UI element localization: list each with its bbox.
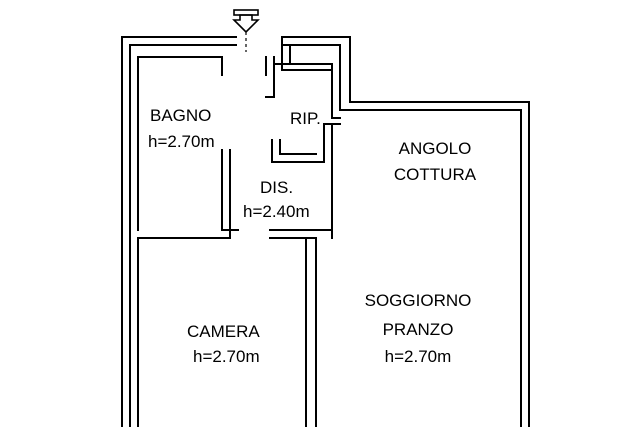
bagno-walls (137, 56, 239, 427)
soggiorno-label-line1: SOGGIORNO (364, 291, 472, 310)
bagno-name: BAGNO (150, 106, 212, 125)
soggiorno-height: h=2.70m (384, 347, 452, 366)
cucina-label-line1: ANGOLO (398, 139, 472, 158)
soggiorno-label-line2: PRANZO (382, 320, 454, 339)
camera-name: CAMERA (187, 322, 260, 341)
bagno-height: h=2.70m (148, 132, 215, 151)
ripostiglio-name: RIP. (290, 109, 321, 128)
entrance-jambs (265, 56, 275, 98)
disimpegno-height: h=2.40m (243, 202, 310, 221)
down-arrow-icon (232, 9, 260, 52)
camera-height: h=2.70m (193, 347, 260, 366)
cucina-label-line2: COTTURA (393, 165, 477, 184)
outer-walls (121, 36, 530, 427)
ripostiglio-walls (271, 63, 341, 233)
disimpegno-name: DIS. (260, 178, 294, 197)
corridor-partition (269, 229, 333, 427)
